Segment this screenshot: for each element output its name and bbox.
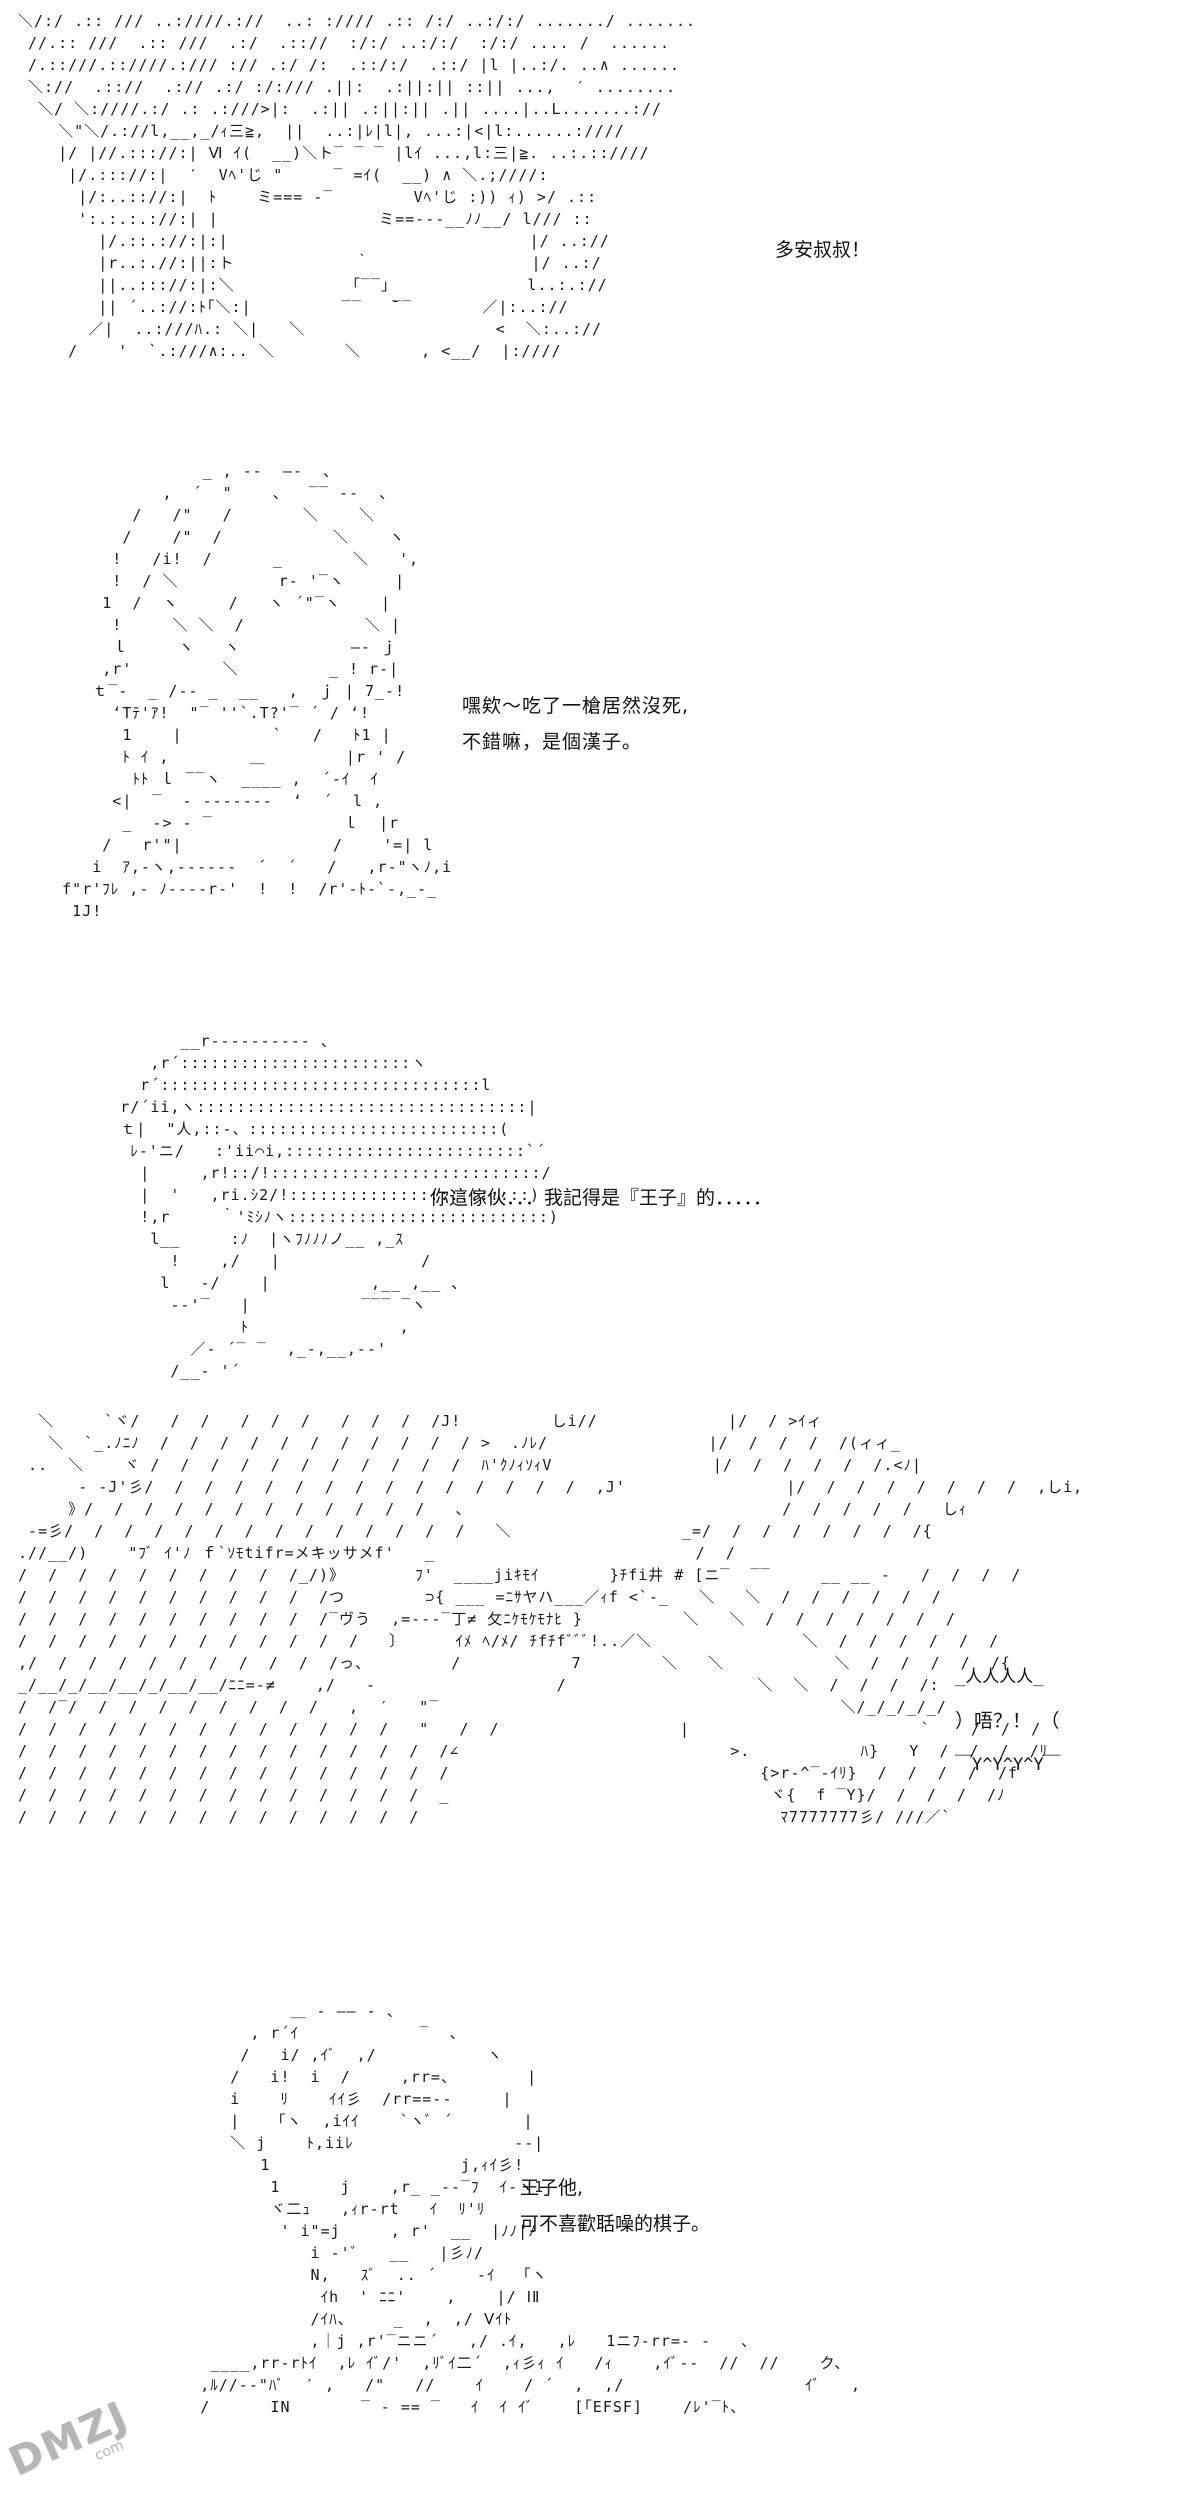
burst-text: ）唔？！ （ <box>955 1710 1060 1732</box>
burst-top: _人人人人_ <box>955 1667 1044 1687</box>
speech-line: 多安叔叔！ <box>775 239 871 261</box>
panel-1: ＼/:/ .:: /// ..:////.:// ..: ://// .:: /… <box>0 0 1200 440</box>
burst-bottom: ￣Y^Y^Y^Y￣ <box>955 1755 1061 1775</box>
speech-text-3: 你這傢伙．．．我記得是『王子』的．．．．． <box>430 1180 772 1216</box>
speech-text-1: 多安叔叔！ <box>775 232 870 268</box>
panel-4: ＼ `ヾ/ / / / / / / / / /J! しi// |/ / >ｲィ … <box>0 1400 1200 1960</box>
exclamation-burst: _人人人人_ ）唔？！ （ ￣Y^Y^Y^Y￣ <box>955 1644 1061 1798</box>
speech-line: 不錯嘛，是個漢子。 <box>462 731 643 753</box>
panel-5: ＿ ‐ ―― ‐ 、 , r´ｲ ‾ 、 / i/ ,ｲﾞ ,/ ヽ / i! … <box>0 2000 1200 2501</box>
ascii-art-action: ＼ `ヾ/ / / / / / / / / /J! しi// |/ / >ｲィ … <box>18 1412 1084 1826</box>
ascii-art-prince: ＿ ‐ ―― ‐ 、 , r´ｲ ‾ 、 / i/ ,ｲﾞ ,/ ヽ / i! … <box>200 2002 862 2416</box>
ascii-art-profile: __r---------‐ 、 ,r´:::::::::::::::::::::… <box>120 1032 559 1380</box>
speech-line: 你這傢伙．．．我記得是『王子』的．．．．． <box>430 1187 773 1209</box>
speech-line: 嘿欸～吃了一槍居然沒死, <box>462 695 690 717</box>
speech-text-2: 嘿欸～吃了一槍居然沒死, 不錯嘛，是個漢子。 <box>462 688 689 760</box>
ascii-art-face-grin: _ , -‐ ―- 、 , ´ " 、 ‾‾ ‐- 、 / /" / ＼ ＼ /… <box>62 462 690 920</box>
speech-line: 王子他, <box>520 2177 584 2199</box>
speech-text-5: 王子他, 可不喜歡聒噪的棋子。 <box>520 2170 710 2242</box>
panel-3: __r---------‐ 、 ,r´:::::::::::::::::::::… <box>0 1030 1200 1380</box>
speech-line: 可不喜歡聒噪的棋子。 <box>520 2213 711 2235</box>
panel-2: _ , -‐ ―- 、 , ´ " 、 ‾‾ ‐- 、 / /" / ＼ ＼ /… <box>0 450 1200 1010</box>
ascii-art-crowd: ＼/:/ .:: /// ..:////.:// ..: ://// .:: /… <box>18 12 697 360</box>
